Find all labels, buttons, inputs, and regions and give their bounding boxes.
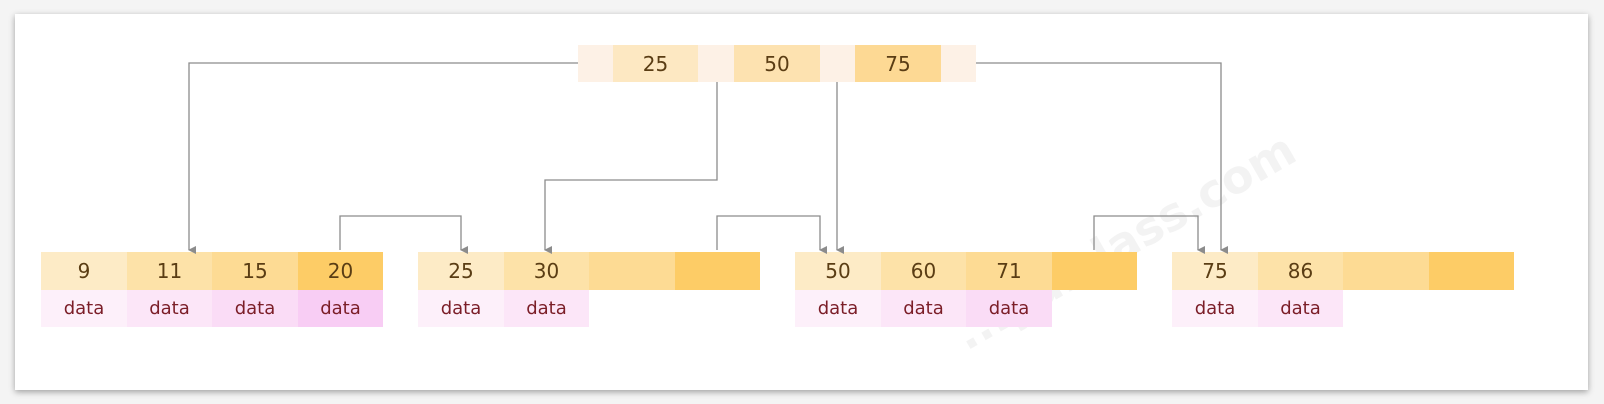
leaf-key-cell [1052,252,1137,290]
leaf-key-cell: 86 [1258,252,1343,290]
leaf-data-cell: data [966,290,1052,327]
leaf-data-cell: data [504,290,589,327]
sibling-link-arrow [716,215,827,254]
leaf-data-cell: data [418,290,504,327]
leaf-data-cell: data [212,290,298,327]
leaf-key-cell [1429,252,1514,290]
sibling-link-arrow [339,215,468,254]
leaf-key-cell: 25 [418,252,504,290]
child-pointer-arrow [544,82,718,254]
leaf-data-cell: data [1172,290,1258,327]
leaf-key-cell: 20 [298,252,383,290]
leaf-key-cell: 11 [127,252,212,290]
root-pointer-cell [578,45,613,82]
pointer-arrows [188,62,1228,254]
leaf-data-cell: data [795,290,881,327]
leaf-data-cell: data [1258,290,1343,327]
child-pointer-arrow [188,62,578,254]
leaf-key-cell [589,252,675,290]
b-plus-tree-diagram: ...ydlclass.com 25 50 75 9 11 15 20 data… [15,14,1588,390]
leaf-data-cell: data [881,290,966,327]
root-key-cell: 75 [855,45,941,82]
leaf-key-cell: 30 [504,252,589,290]
leaf-data-cell: data [41,290,127,327]
leaf-key-cell [675,252,760,290]
leaf-key-cell [1343,252,1429,290]
leaf-key-cell: 50 [795,252,881,290]
leaf-key-cell: 9 [41,252,127,290]
leaf-key-cell: 15 [212,252,298,290]
leaf-key-cell: 75 [1172,252,1258,290]
root-pointer-cell [698,45,734,82]
leaf-key-cell: 71 [966,252,1052,290]
root-key-cell: 50 [734,45,820,82]
root-pointer-cell [820,45,855,82]
leaf-data-cell: data [127,290,212,327]
leaf-data-cell: data [298,290,383,327]
root-pointer-cell [941,45,976,82]
sibling-link-arrow [1093,215,1205,254]
leaf-key-cell: 60 [881,252,966,290]
root-key-cell: 25 [613,45,698,82]
child-pointer-arrow [976,62,1228,254]
